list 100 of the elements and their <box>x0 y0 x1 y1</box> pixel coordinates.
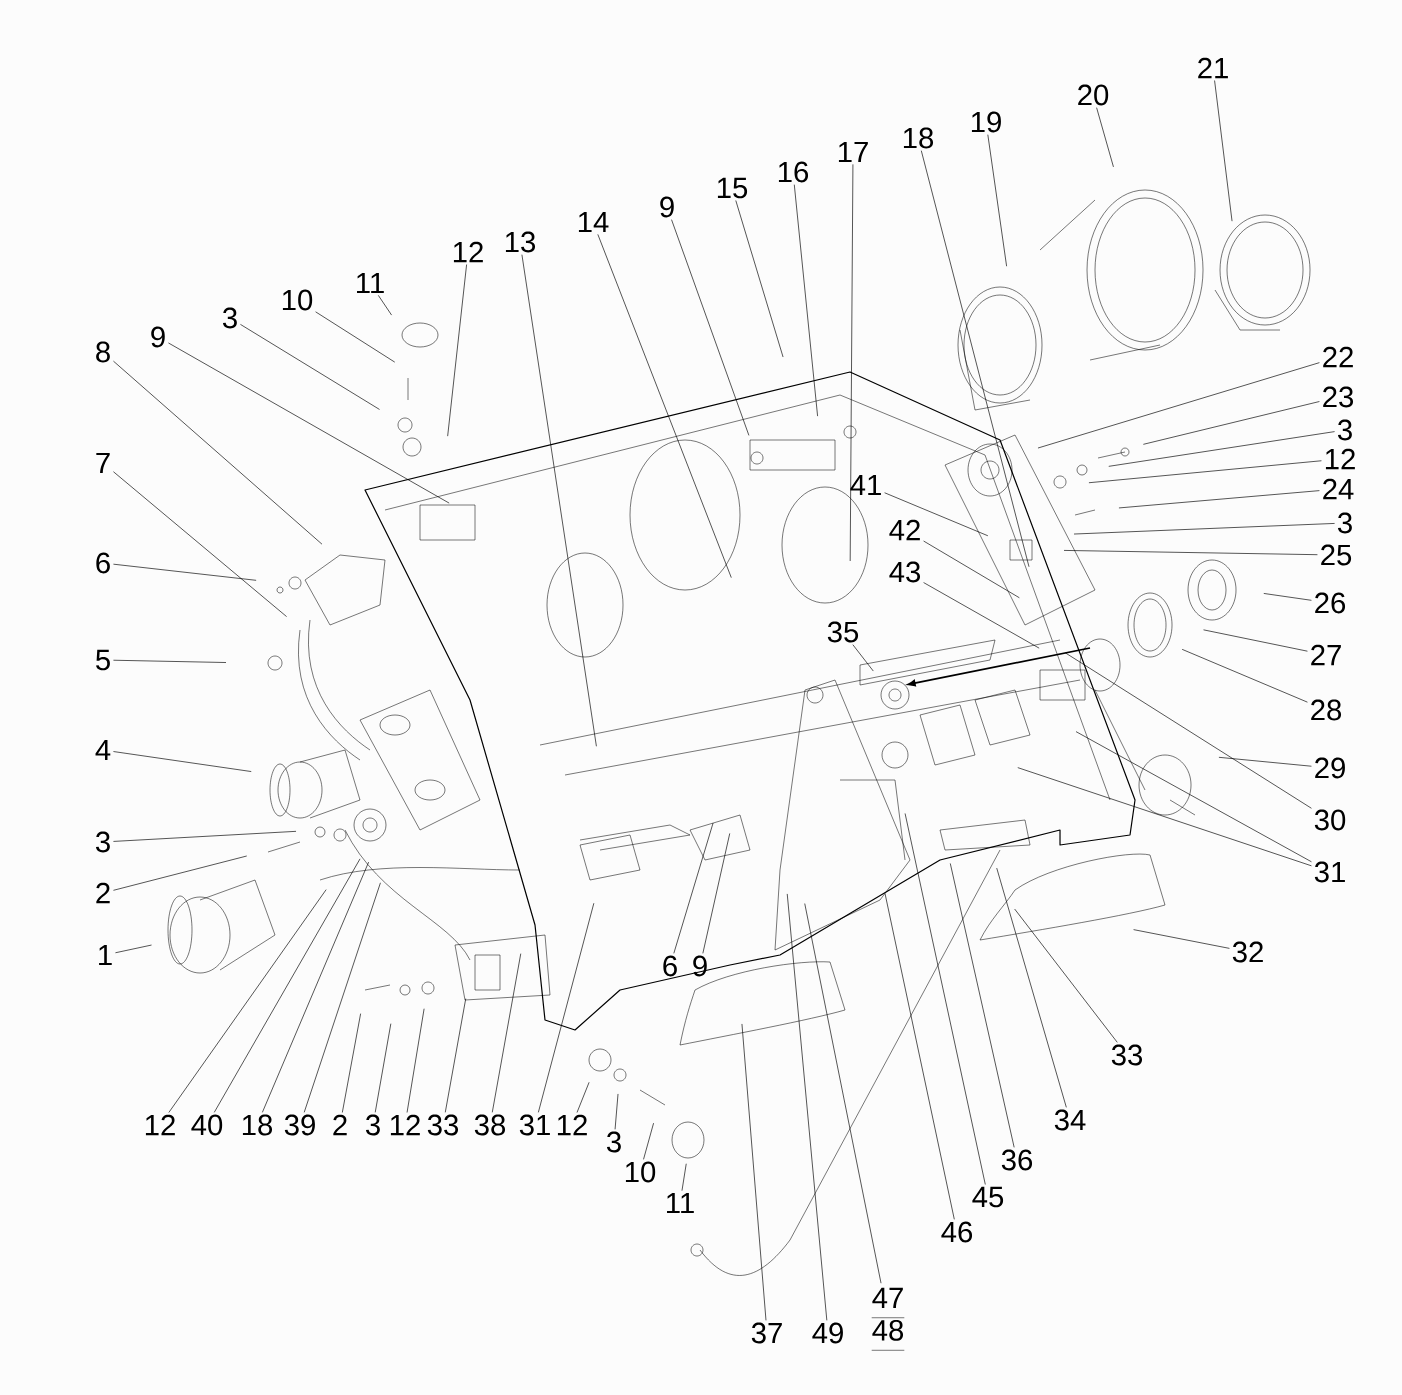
leader-line <box>113 751 252 772</box>
leader-line <box>1096 107 1114 168</box>
callout-number: 39 <box>284 1114 315 1136</box>
callout-number: 32 <box>1232 941 1263 963</box>
leader-line <box>702 833 731 954</box>
callout-number: 3 <box>222 307 237 329</box>
leader-line <box>643 1122 654 1160</box>
callout-number: 6 <box>663 955 677 977</box>
callout-number: 15 <box>717 177 748 199</box>
callout-number: 2 <box>333 1114 347 1136</box>
callout-number: 1 <box>99 944 112 966</box>
callout-number: 4 <box>95 739 111 761</box>
leader-line <box>1133 929 1230 949</box>
leader-line <box>342 1013 361 1113</box>
callout-number: 17 <box>838 141 868 163</box>
callout-number: 46 <box>941 1221 973 1243</box>
leader-line <box>1143 401 1320 445</box>
leader-line <box>378 295 392 316</box>
callout-number: 29 <box>1315 757 1345 779</box>
callout-number: 9 <box>660 196 674 218</box>
leader-line <box>597 234 732 578</box>
callout-number: 3 <box>606 1131 621 1153</box>
leader-line <box>1118 490 1320 509</box>
callout-number: 43 <box>889 561 921 583</box>
leader-line <box>1075 731 1312 863</box>
leader-line <box>315 311 396 363</box>
callout-number: 25 <box>1321 544 1352 566</box>
leader-line <box>491 953 522 1113</box>
leader-line <box>996 867 1067 1108</box>
callout-number: 42 <box>889 519 920 541</box>
leader-line <box>741 1023 767 1321</box>
leader-line <box>920 150 1030 568</box>
leader-line <box>852 644 874 672</box>
leader-line <box>987 134 1007 267</box>
callout-number: 8 <box>96 341 110 363</box>
callout-number: 2 <box>96 882 110 904</box>
leader-line <box>884 893 955 1220</box>
callout-number: 40 <box>191 1114 223 1136</box>
callout-number: 21 <box>1198 57 1228 79</box>
leader-line <box>804 903 882 1284</box>
callout-number: 45 <box>972 1186 1004 1208</box>
leader-line <box>1108 431 1335 467</box>
leader-line <box>213 858 361 1113</box>
callout-number: 31 <box>1314 861 1345 883</box>
callout-number: 12 <box>453 241 483 263</box>
leader-line <box>168 889 327 1113</box>
callout-number: 3 <box>95 831 110 853</box>
leader-line <box>240 324 380 410</box>
leader-line <box>1214 80 1233 222</box>
callout-number: 14 <box>578 211 609 233</box>
callout-number: 12 <box>557 1114 587 1136</box>
leader-line <box>884 492 989 537</box>
leader-line <box>406 1008 425 1113</box>
callout-number: 22 <box>1323 346 1353 368</box>
leader-line <box>113 471 287 617</box>
leader-line <box>1203 629 1308 652</box>
leader-line <box>923 540 1020 599</box>
callout-number: 7 <box>96 452 110 474</box>
callout-number: 16 <box>778 161 809 183</box>
callout-number: 26 <box>1315 592 1346 614</box>
leader-line <box>1181 649 1308 703</box>
leader-line <box>262 861 369 1113</box>
callout-number: 3 <box>1337 419 1352 441</box>
leader-line <box>1064 652 1312 809</box>
callout-number: 10 <box>282 289 313 311</box>
leader-line <box>1263 593 1312 601</box>
callout-number: 36 <box>1001 1149 1033 1171</box>
callout-number: 13 <box>505 231 536 253</box>
callout-number: 30 <box>1314 809 1346 831</box>
callout-number: 49 <box>812 1322 843 1344</box>
leader-line <box>904 813 986 1185</box>
leader-line <box>793 184 818 417</box>
callout-number: 9 <box>151 326 165 348</box>
callout-number: 35 <box>827 621 859 643</box>
callout-number: 6 <box>96 552 110 574</box>
callout-number: 3 <box>1337 512 1352 534</box>
callout-number: 12 <box>1325 448 1355 470</box>
leader-line <box>923 582 1040 649</box>
leader-line <box>168 342 450 504</box>
leader-line <box>1017 767 1312 867</box>
leader-line <box>113 659 227 663</box>
leader-line <box>1037 362 1320 449</box>
leader-line <box>113 360 323 545</box>
callout-number: 24 <box>1323 478 1354 500</box>
leader-line <box>1218 756 1312 767</box>
leader-line <box>444 998 467 1113</box>
callout-number: 11 <box>667 1192 694 1214</box>
leader-line <box>1073 523 1335 535</box>
leader-line <box>576 1081 590 1113</box>
callout-number: 3 <box>365 1114 380 1136</box>
callout-number: 47 48 <box>871 1287 905 1351</box>
callout-number: 18 <box>242 1114 273 1136</box>
callout-number: 33 <box>427 1114 459 1136</box>
leader-line <box>447 264 467 437</box>
leader-line <box>1088 460 1322 484</box>
callout-number: 5 <box>96 649 110 671</box>
callout-number: 11 <box>357 272 384 294</box>
callout-number: 27 <box>1311 644 1341 666</box>
callout-number: 31 <box>519 1114 550 1136</box>
leader-line <box>521 254 597 747</box>
